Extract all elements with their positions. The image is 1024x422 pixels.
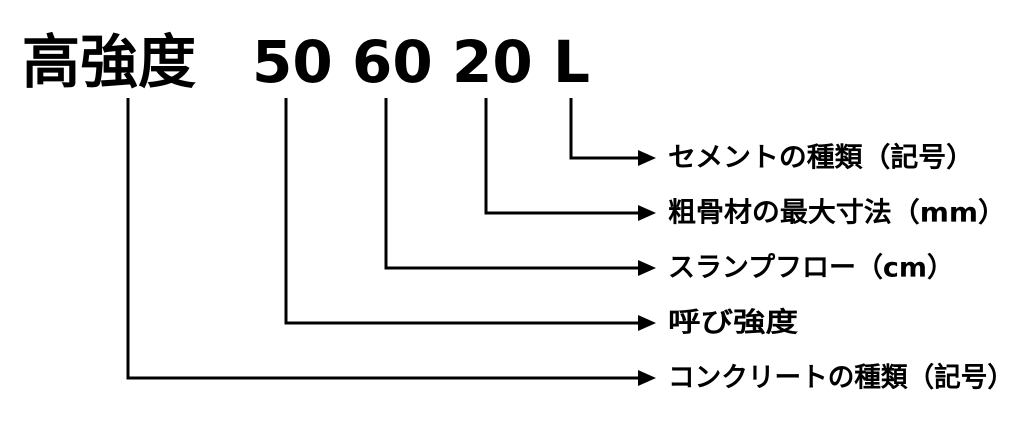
arrowhead-cement (638, 150, 656, 166)
connector-cement (569, 98, 640, 160)
connector-slump (384, 98, 640, 270)
connector-aggregate (484, 98, 640, 215)
label-strength: 呼び強度 (668, 307, 798, 339)
label-concrete: コンクリートの種類（記号） (668, 362, 1014, 394)
code-slump-flow: 60 (352, 28, 433, 96)
arrowhead-concrete (638, 370, 656, 386)
code-strength: 50 (252, 28, 333, 96)
arrowhead-strength (638, 315, 656, 331)
label-aggregate: 粗骨材の最大寸法（mm） (668, 198, 1006, 229)
arrowhead-aggregate (638, 205, 656, 221)
label-cement: セメントの種類（記号） (668, 142, 974, 174)
code-category: 高強度 (22, 28, 196, 96)
code-aggregate-size: 20 (452, 28, 533, 96)
connector-concrete (126, 98, 640, 380)
arrowhead-slump (638, 260, 656, 276)
connector-strength (284, 98, 640, 325)
code-cement-type: L (553, 28, 590, 96)
label-slump: スランプフロー（cm） (668, 253, 954, 284)
